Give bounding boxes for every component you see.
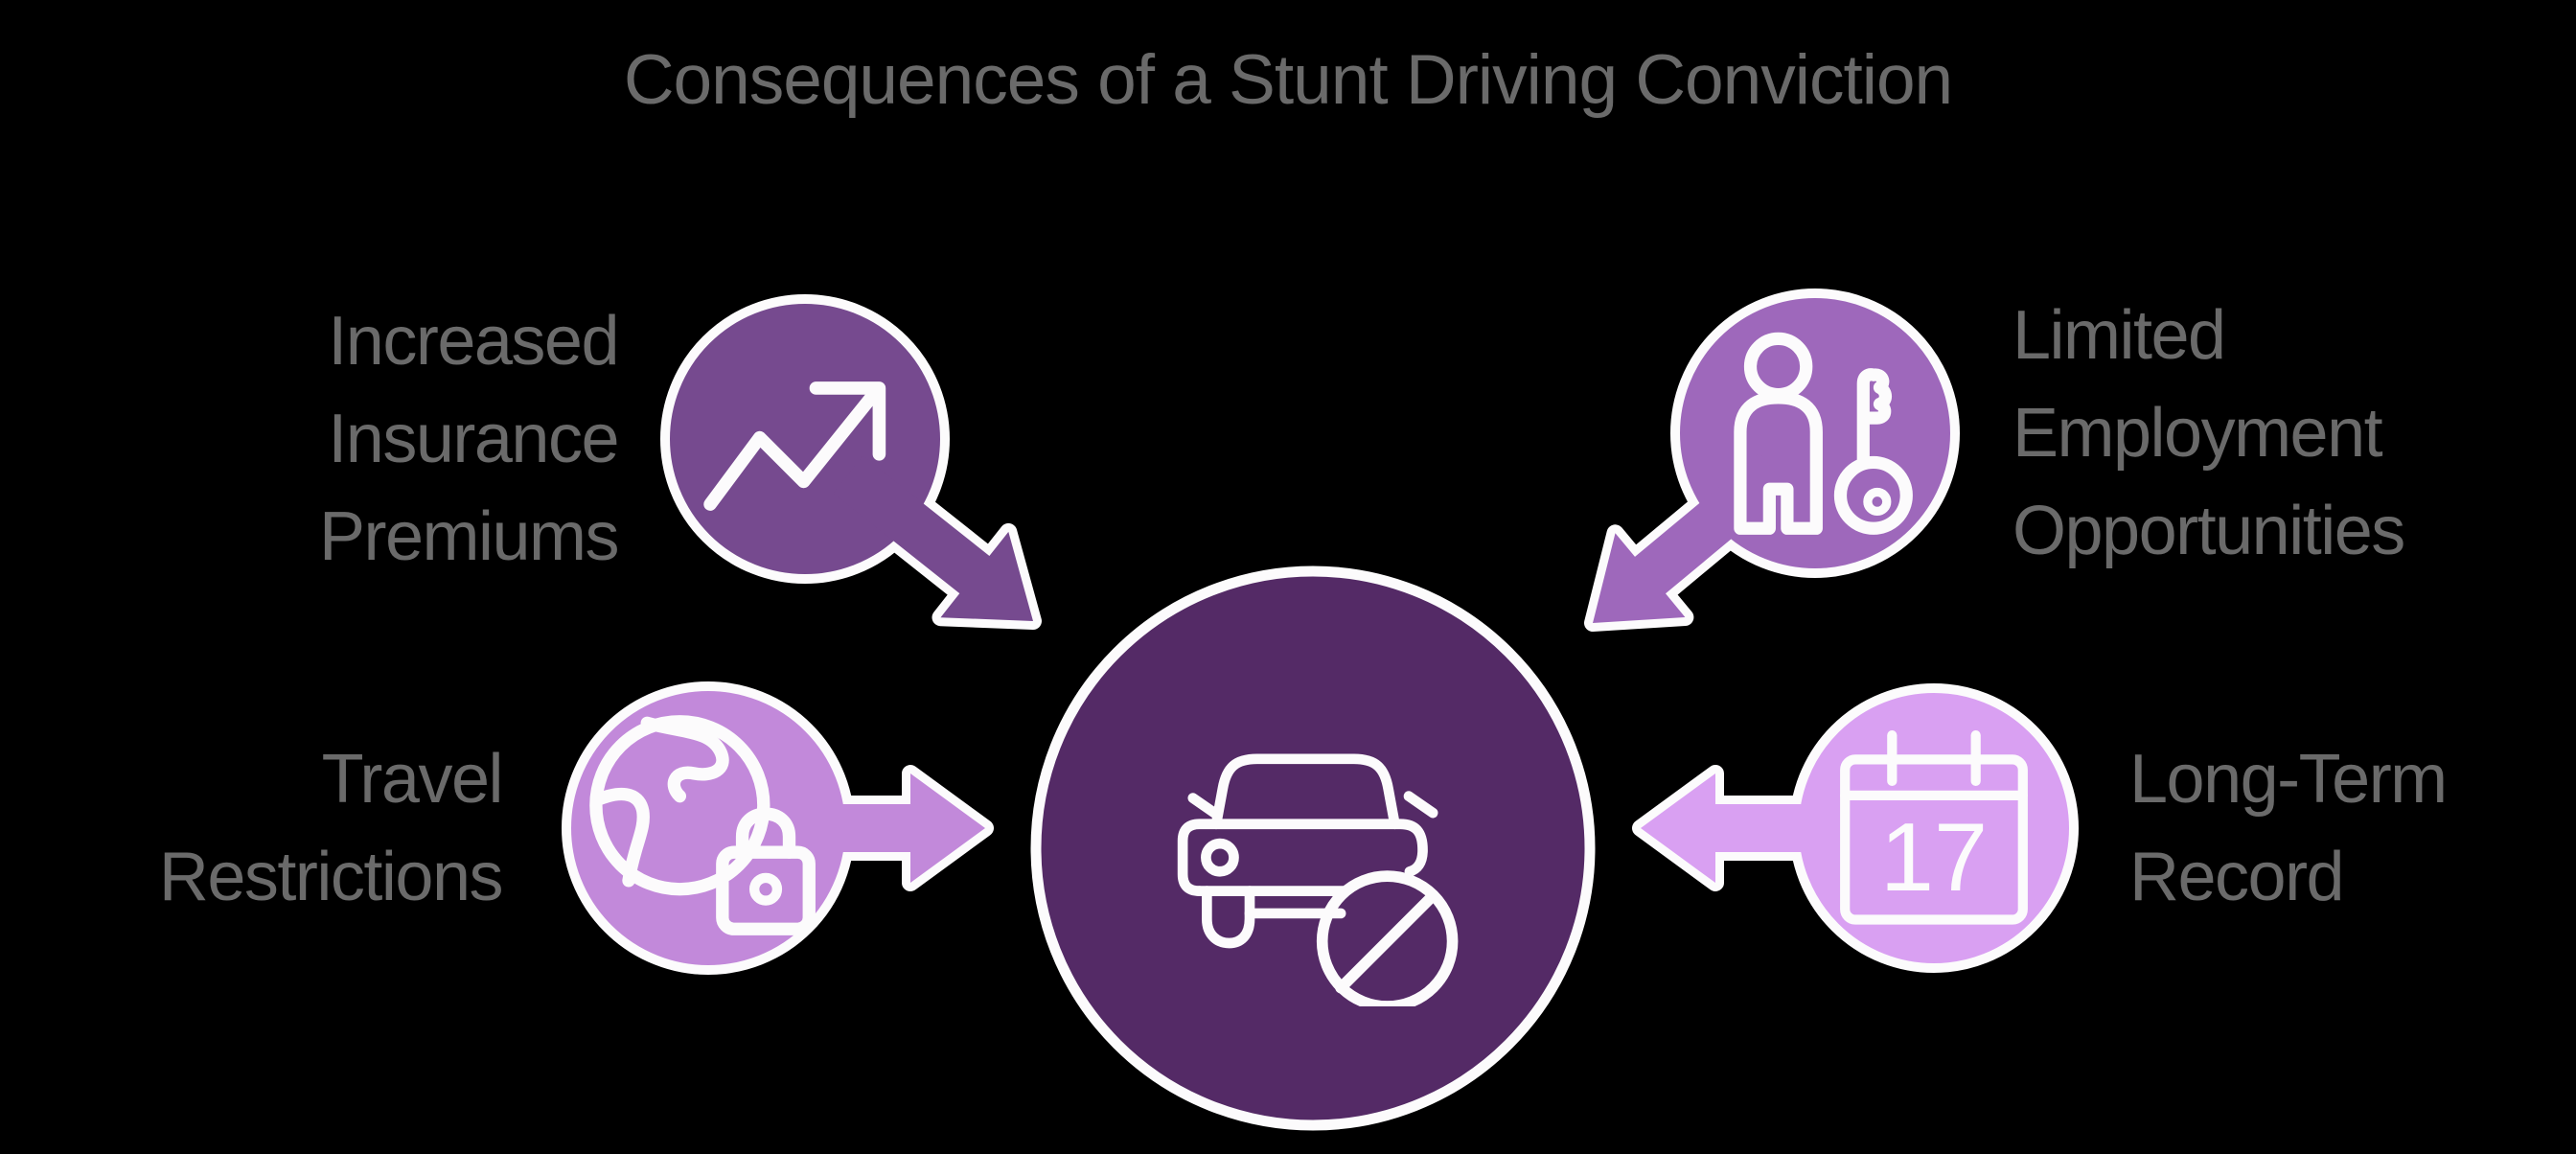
long-term-record-label: Long-Term Record (2129, 730, 2448, 926)
label-line: Increased (328, 303, 619, 380)
label-line: Restrictions (158, 839, 504, 915)
label-line: Long-Term (2129, 741, 2448, 818)
label-line: Opportunities (2012, 493, 2405, 569)
travel-restrictions-label: Travel Restrictions (158, 730, 504, 926)
label-line: Employment (2012, 395, 2383, 472)
travel-restrictions-arrow-fill (815, 773, 985, 883)
limited-employment-opportunities-label: Limited Employment Opportunities (2012, 287, 2405, 580)
label-line: Record (2129, 839, 2345, 915)
center-circle (1030, 565, 1596, 1131)
increased-insurance-premiums-label: Increased Insurance Premiums (318, 292, 620, 586)
page-title: Consequences of a Stunt Driving Convicti… (623, 41, 1953, 119)
label-line: Travel (321, 741, 504, 818)
label-line: Insurance (328, 401, 619, 477)
long-term-record-arrow-fill (1641, 773, 1830, 883)
label-line: Premiums (318, 498, 620, 575)
label-line: Limited (2012, 297, 2226, 374)
increased-insurance-premiums-arrow-fill (833, 455, 1033, 621)
